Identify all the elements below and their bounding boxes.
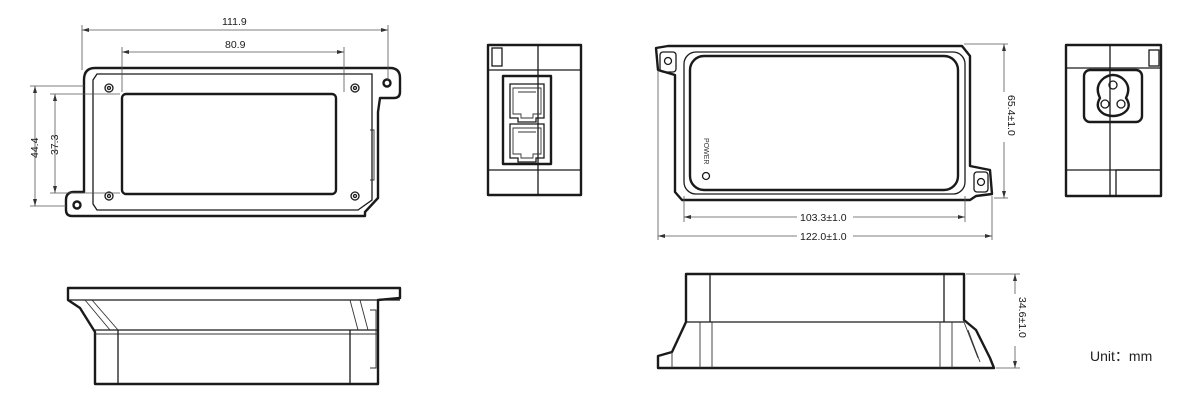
unit-note: Unit：mm [1090, 346, 1152, 366]
dim-inner-height: 37.3 [49, 134, 61, 155]
end-view-ac-inlet [1064, 43, 1163, 198]
dim-overall-length: 111.9 [222, 16, 247, 28]
mounting-view: 111.9 80.9 44.4 37.3 [29, 16, 402, 218]
c6-cloverleaf-inlet-icon [1082, 68, 1144, 124]
unit-label: Unit： [1090, 348, 1129, 364]
end-view-rj45 [486, 43, 583, 197]
power-label: POWER [702, 138, 709, 164]
rj45-port-icon [509, 83, 545, 163]
dim-front-height: 65.4±1.0 [1005, 95, 1017, 136]
dim-overall-height: 44.4 [29, 137, 41, 158]
side-view-left [66, 286, 402, 386]
side-view-right: 34.6±1.0 [656, 272, 1028, 370]
dim-inner-length: 80.9 [225, 39, 246, 51]
front-view: POWER 103.3±1.0 122.0±1.0 65.4±1.0 [654, 43, 1017, 243]
unit-value: mm [1128, 348, 1153, 364]
dim-front-overall-width: 122.0±1.0 [800, 231, 847, 243]
dim-front-inner-width: 103.3±1.0 [800, 212, 847, 224]
dim-side-depth: 34.6±1.0 [1016, 297, 1028, 338]
